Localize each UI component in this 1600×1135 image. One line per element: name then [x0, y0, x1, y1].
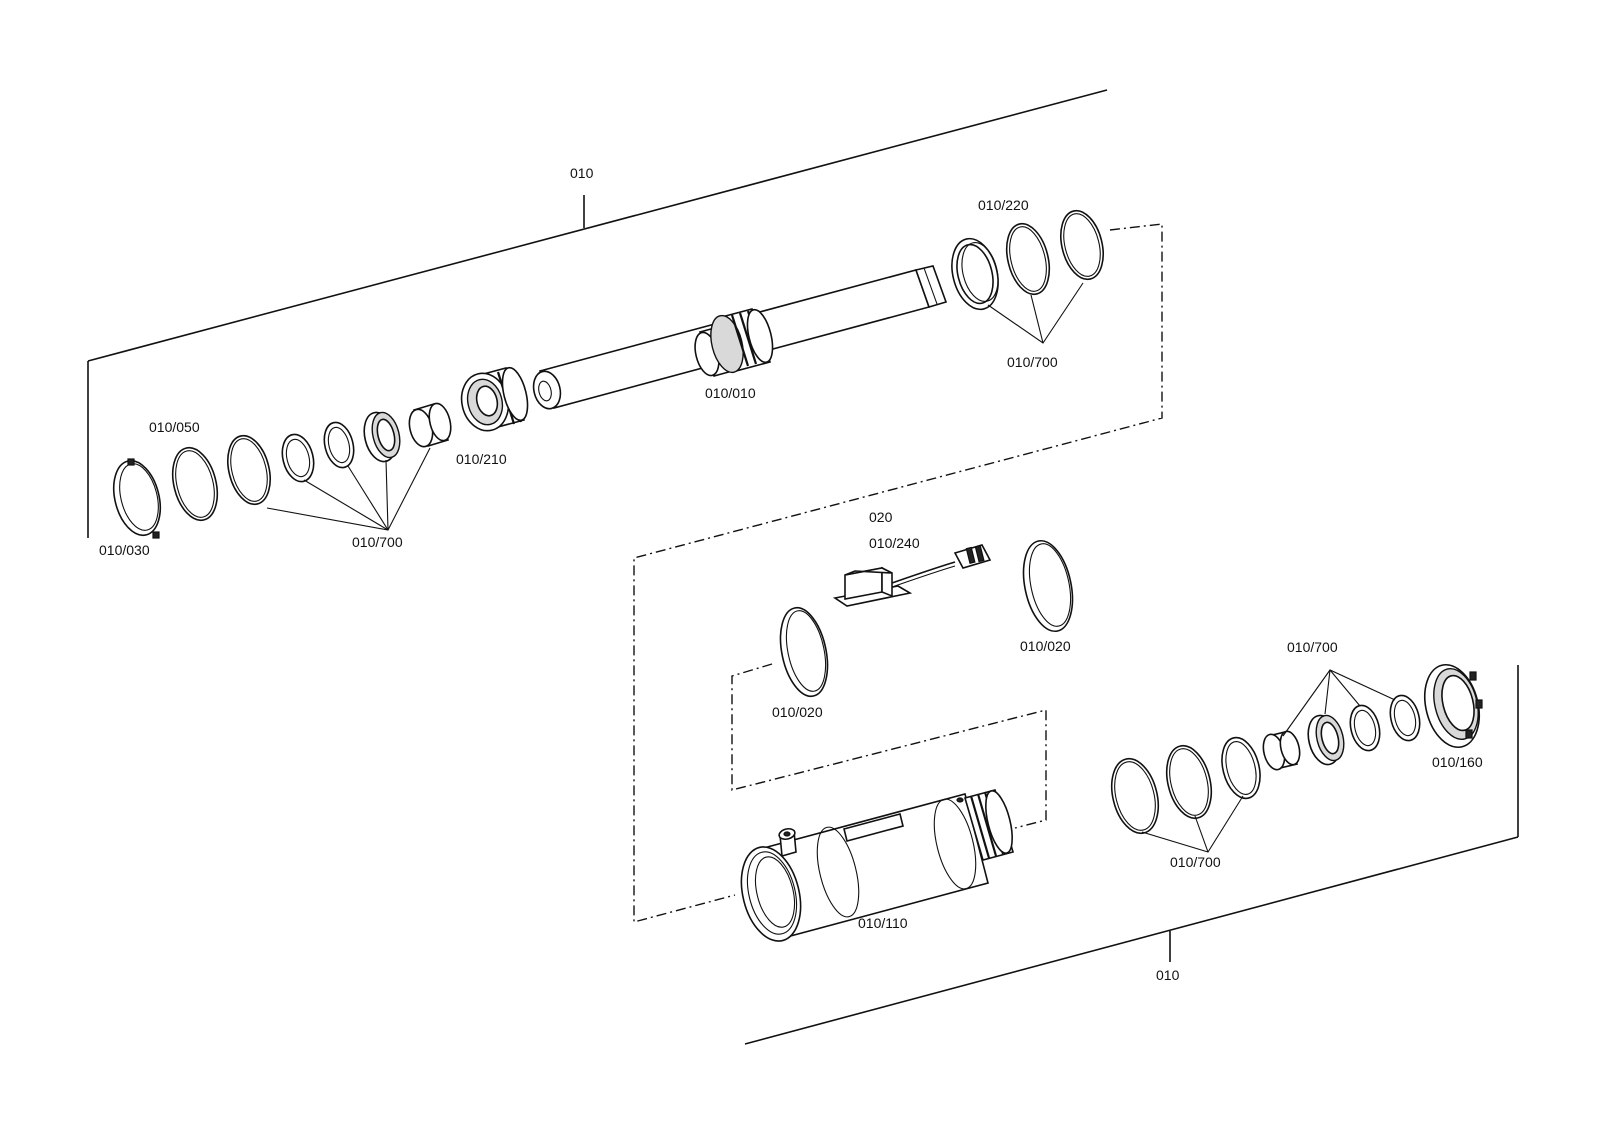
o-ring-bottom-3 — [1221, 736, 1261, 800]
label-piston: 010/210 — [456, 451, 507, 467]
guide-ring-left — [363, 411, 401, 463]
top-assembly-frame — [87, 89, 1108, 538]
seal-ring-220 — [951, 237, 999, 311]
label-piston-rod: 010/010 — [705, 385, 756, 401]
rod-piston-collar — [694, 308, 774, 377]
label-group-020: 020 — [869, 509, 893, 525]
seal-group-bottom-right — [1110, 663, 1483, 853]
bushing-bottom — [1262, 730, 1301, 771]
dashdot-inner — [731, 663, 1047, 829]
label-seals-bottom-lower: 010/700 — [1170, 854, 1221, 870]
seal-050 — [171, 446, 219, 522]
label-cylinder-tube: 010/110 — [858, 915, 908, 931]
label-ring-right: 010/020 — [1020, 638, 1071, 654]
label-ring-left: 010/020 — [772, 704, 823, 720]
gland-nut-160 — [1424, 663, 1483, 749]
label-wiper-ring: 010/030 — [99, 542, 150, 558]
callout-labels: 010 010/220 010/700 010/010 010/210 010/… — [99, 165, 1483, 983]
seal-ring-group-top-right — [951, 209, 1104, 344]
label-sensor: 010/240 — [869, 535, 920, 551]
label-seals-top-right: 010/700 — [1007, 354, 1058, 370]
o-ring-top-right-1 — [1005, 222, 1051, 296]
sensor-240 — [832, 544, 992, 607]
label-bottom-assembly: 010 — [1156, 967, 1180, 983]
seal-ring-bottom-2 — [1389, 694, 1421, 742]
ring-020-right — [1022, 539, 1074, 633]
cylinder-tube-110 — [740, 789, 1014, 942]
label-seal-050: 010/050 — [149, 419, 200, 435]
seal-ring-left-1 — [323, 421, 355, 469]
label-seals-left: 010/700 — [352, 534, 403, 550]
ring-020-left — [779, 606, 829, 698]
seal-ring-bottom-1 — [1349, 704, 1381, 752]
seal-ring-left-2 — [281, 433, 315, 483]
label-seals-bottom-upper: 010/700 — [1287, 639, 1338, 655]
guide-ring-bottom — [1307, 714, 1345, 766]
label-gland-nut: 010/160 — [1432, 754, 1483, 770]
bushing-left — [408, 402, 452, 448]
bottom-assembly-frame — [744, 665, 1519, 1045]
label-seal-kit-220: 010/220 — [978, 197, 1029, 213]
wiper-ring-030 — [112, 458, 162, 539]
o-ring-top-right-2 — [1060, 209, 1104, 281]
piston-210 — [460, 366, 529, 432]
o-ring-left-large — [227, 434, 271, 506]
seal-group-left — [112, 402, 452, 539]
dashdot-top-right — [633, 223, 1163, 923]
o-ring-bottom-1 — [1110, 757, 1160, 835]
label-top-assembly: 010 — [570, 165, 594, 181]
o-ring-bottom-2 — [1165, 744, 1213, 820]
piston-rod — [532, 265, 948, 410]
